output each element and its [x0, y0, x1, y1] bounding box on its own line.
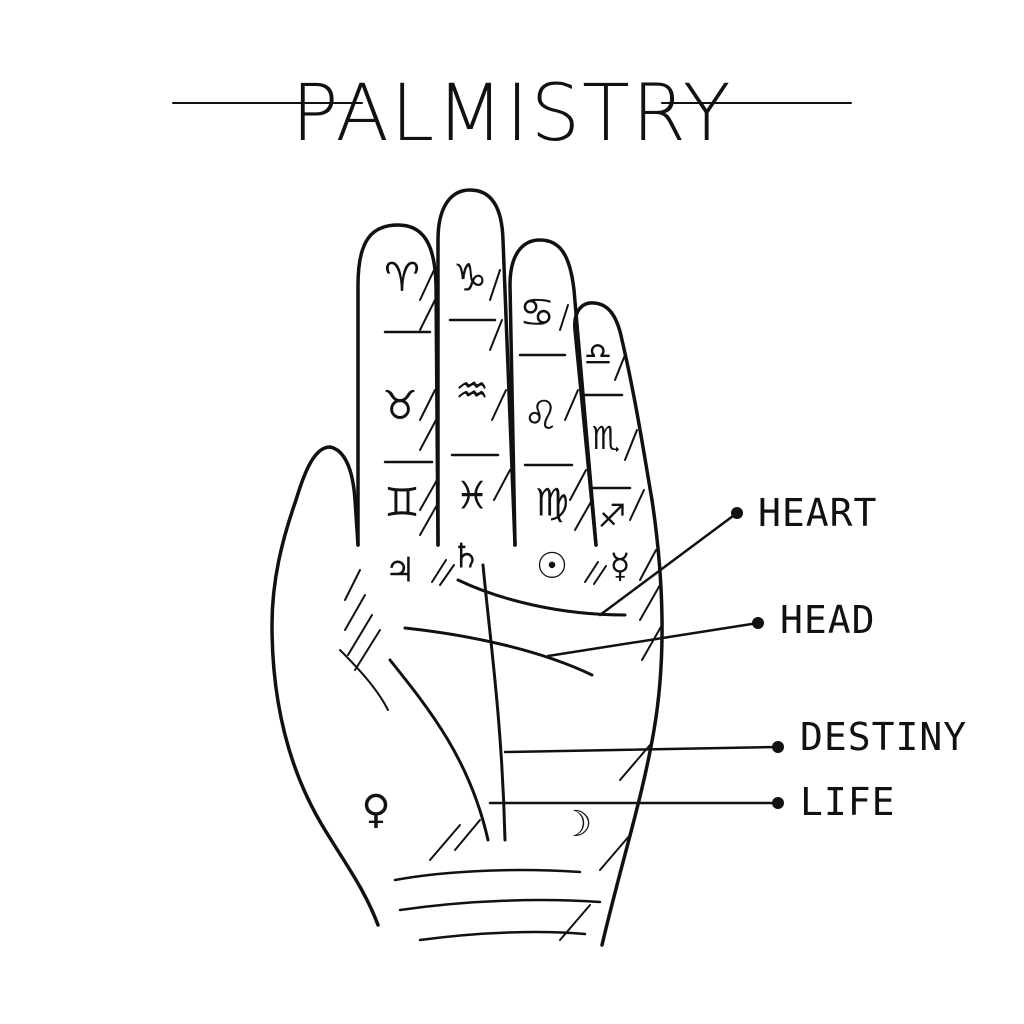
virgo-icon: ♍ [535, 481, 569, 525]
destiny-label: DESTINY [800, 715, 967, 759]
leader-lines [488, 511, 780, 805]
head-line [403, 626, 594, 677]
moon-icon: ☽ [560, 804, 592, 845]
palm-right-edge [600, 498, 664, 947]
hand-outline [270, 188, 664, 947]
leo-icon: ♌ [523, 393, 559, 439]
head-leader [546, 621, 760, 658]
leader-dots [731, 507, 784, 809]
planet-symbols: ♃ ♄ ☉ ☿ ♀ ☽ [361, 537, 630, 846]
destiny-dot [772, 741, 784, 753]
page-title: PALMISTRY [291, 69, 732, 159]
saturn-icon: ♄ [451, 537, 481, 577]
mercury-icon: ☿ [610, 547, 631, 587]
head-dot [752, 617, 764, 629]
jupiter-icon: ♃ [385, 551, 415, 591]
scorpio-icon: ♏ [592, 419, 621, 457]
venus-icon: ♀ [361, 787, 390, 833]
zodiac-symbols: ♈ ♉ ♊ ♑ ♒ ♓ ♋ ♌ ♍ ♎ ♏ ♐ [382, 255, 626, 535]
sun-icon: ☉ [536, 546, 568, 587]
finger-creases [383, 318, 632, 490]
shading-hatches [344, 269, 663, 941]
aries-icon: ♈ [384, 255, 420, 301]
little-finger [573, 301, 654, 547]
life-label: LIFE [800, 780, 896, 824]
sagittarius-icon: ♐ [598, 497, 627, 535]
cancer-icon: ♋ [519, 290, 555, 336]
thumb [270, 445, 380, 927]
libra-icon: ♎ [584, 335, 613, 373]
ring-finger [508, 238, 598, 547]
middle-finger [436, 188, 517, 547]
pisces-icon: ♓ [455, 474, 489, 518]
heart-dot [731, 507, 743, 519]
wrist-creases [393, 868, 602, 942]
aquarius-icon: ♒ [455, 369, 489, 413]
head-label: HEAD [780, 598, 876, 642]
destiny-leader [503, 745, 780, 754]
taurus-icon: ♉ [382, 383, 418, 429]
thumb-crease [339, 649, 389, 711]
gemini-icon: ♊ [384, 480, 420, 526]
palm-lines [388, 563, 627, 842]
life-line [388, 658, 490, 842]
life-dot [772, 797, 784, 809]
heart-leader [598, 511, 739, 617]
heart-label: HEART [758, 491, 877, 535]
capricorn-icon: ♑ [453, 256, 487, 300]
index-finger [356, 223, 440, 547]
destiny-line [481, 563, 507, 842]
